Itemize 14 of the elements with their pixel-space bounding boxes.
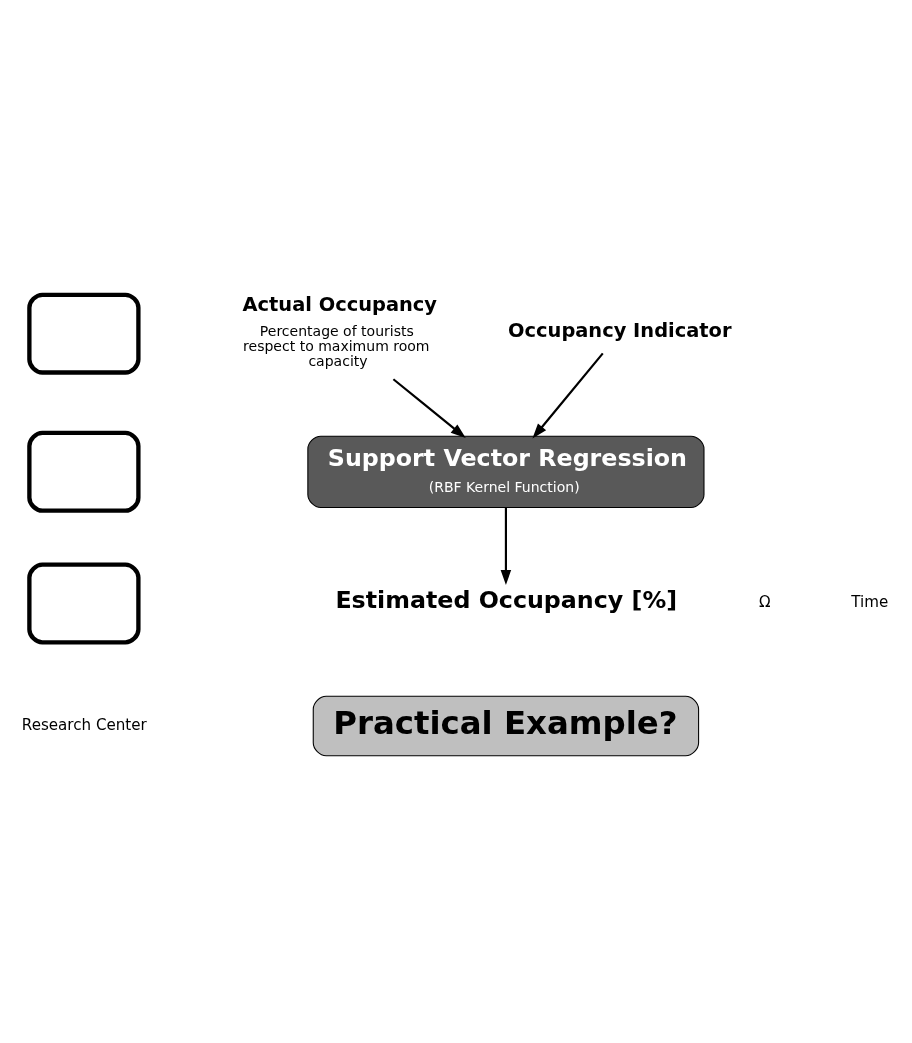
node-box: Support Vector Regression (RBF Kernel Function) <box>307 435 705 508</box>
arrow <box>392 377 466 438</box>
node-box: Practical Example? <box>312 695 700 756</box>
node-box <box>27 561 141 644</box>
label: Research Center <box>21 715 147 734</box>
node-box <box>27 292 141 375</box>
node-text: Actual Occupancy Percentage of tourists respect to maximum room capacity <box>242 292 437 369</box>
node-text: Occupancy Indicator <box>508 318 732 342</box>
arrow <box>500 507 512 585</box>
node-box <box>27 430 141 513</box>
arrow <box>532 352 604 439</box>
node-text: Estimated Occupancy [%] <box>335 585 678 614</box>
label: Time <box>851 592 889 611</box>
label: Ω <box>759 592 771 611</box>
